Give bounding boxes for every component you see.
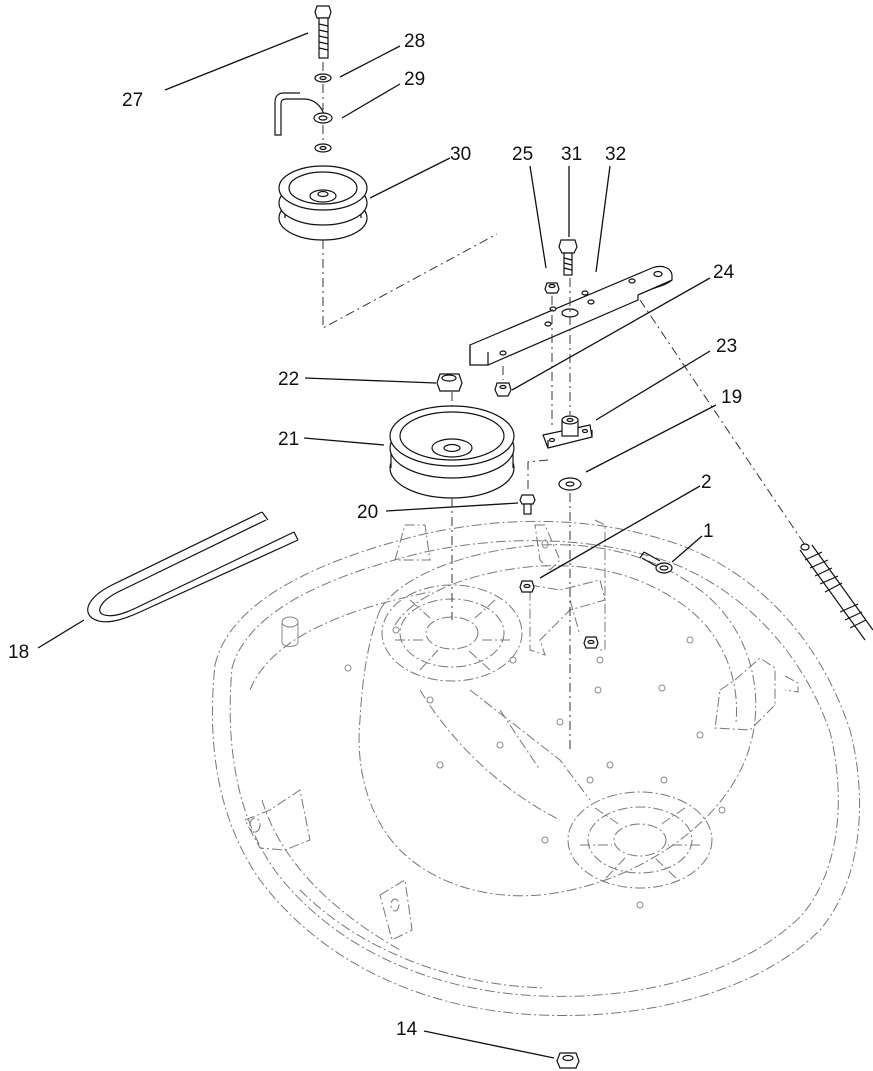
nut-22 — [436, 373, 463, 392]
washer-28 — [314, 73, 332, 83]
spring-assembly — [519, 299, 873, 649]
eyebolt-1 — [639, 551, 673, 574]
idler-arm-assembly — [469, 239, 673, 750]
callout-19: 19 — [721, 387, 742, 408]
deck-left-bracket — [244, 789, 311, 851]
callout-31: 31 — [561, 144, 582, 165]
deck-holes — [344, 626, 726, 909]
callout-22: 22 — [278, 369, 299, 390]
callout-18: 18 — [8, 642, 29, 663]
nut-24 — [494, 382, 512, 397]
callout-30: 30 — [450, 144, 471, 165]
drive-pulley-21 — [389, 405, 515, 499]
callout-27: 27 — [122, 90, 143, 111]
callout-20: 20 — [357, 502, 378, 523]
bolt-27 — [314, 5, 332, 59]
spring — [799, 543, 873, 641]
leader-lines — [37, 32, 717, 1059]
deck-right-bracket — [714, 657, 799, 731]
callout-32: 32 — [605, 144, 626, 165]
deck-left-post — [281, 616, 299, 647]
callout-21: 21 — [278, 429, 299, 450]
nut-25 — [544, 282, 560, 294]
callout-2: 2 — [701, 472, 712, 493]
idler-arm-32 — [469, 265, 673, 366]
washer-19 — [558, 477, 582, 491]
pivot-23 — [542, 415, 593, 449]
deck-front-bracket — [379, 879, 413, 941]
nut-lower — [583, 636, 599, 649]
drive-pulley-assembly — [389, 373, 515, 620]
bolt-31 — [558, 239, 578, 276]
belt-guide-29 — [274, 92, 333, 136]
callout-24: 24 — [713, 262, 735, 283]
callout-25: 25 — [512, 144, 533, 165]
callout-23: 23 — [716, 336, 737, 357]
nut-14 — [556, 1052, 580, 1069]
idler-pulley-assembly — [274, 5, 498, 329]
nut-2 — [519, 580, 535, 593]
callout-1: 1 — [703, 521, 714, 542]
belt — [87, 511, 299, 623]
bolt-20 — [519, 494, 536, 515]
callout-29: 29 — [404, 69, 425, 90]
right-spindle-housing — [567, 791, 713, 889]
idler-pulley-30 — [278, 165, 368, 241]
mower-deck — [211, 520, 861, 1017]
callout-14: 14 — [396, 1019, 418, 1040]
callouts: 27 28 29 30 25 31 32 24 22 23 21 19 2 1 … — [8, 31, 742, 1040]
callout-28: 28 — [404, 31, 425, 52]
deck-rear-bracket — [394, 524, 561, 571]
